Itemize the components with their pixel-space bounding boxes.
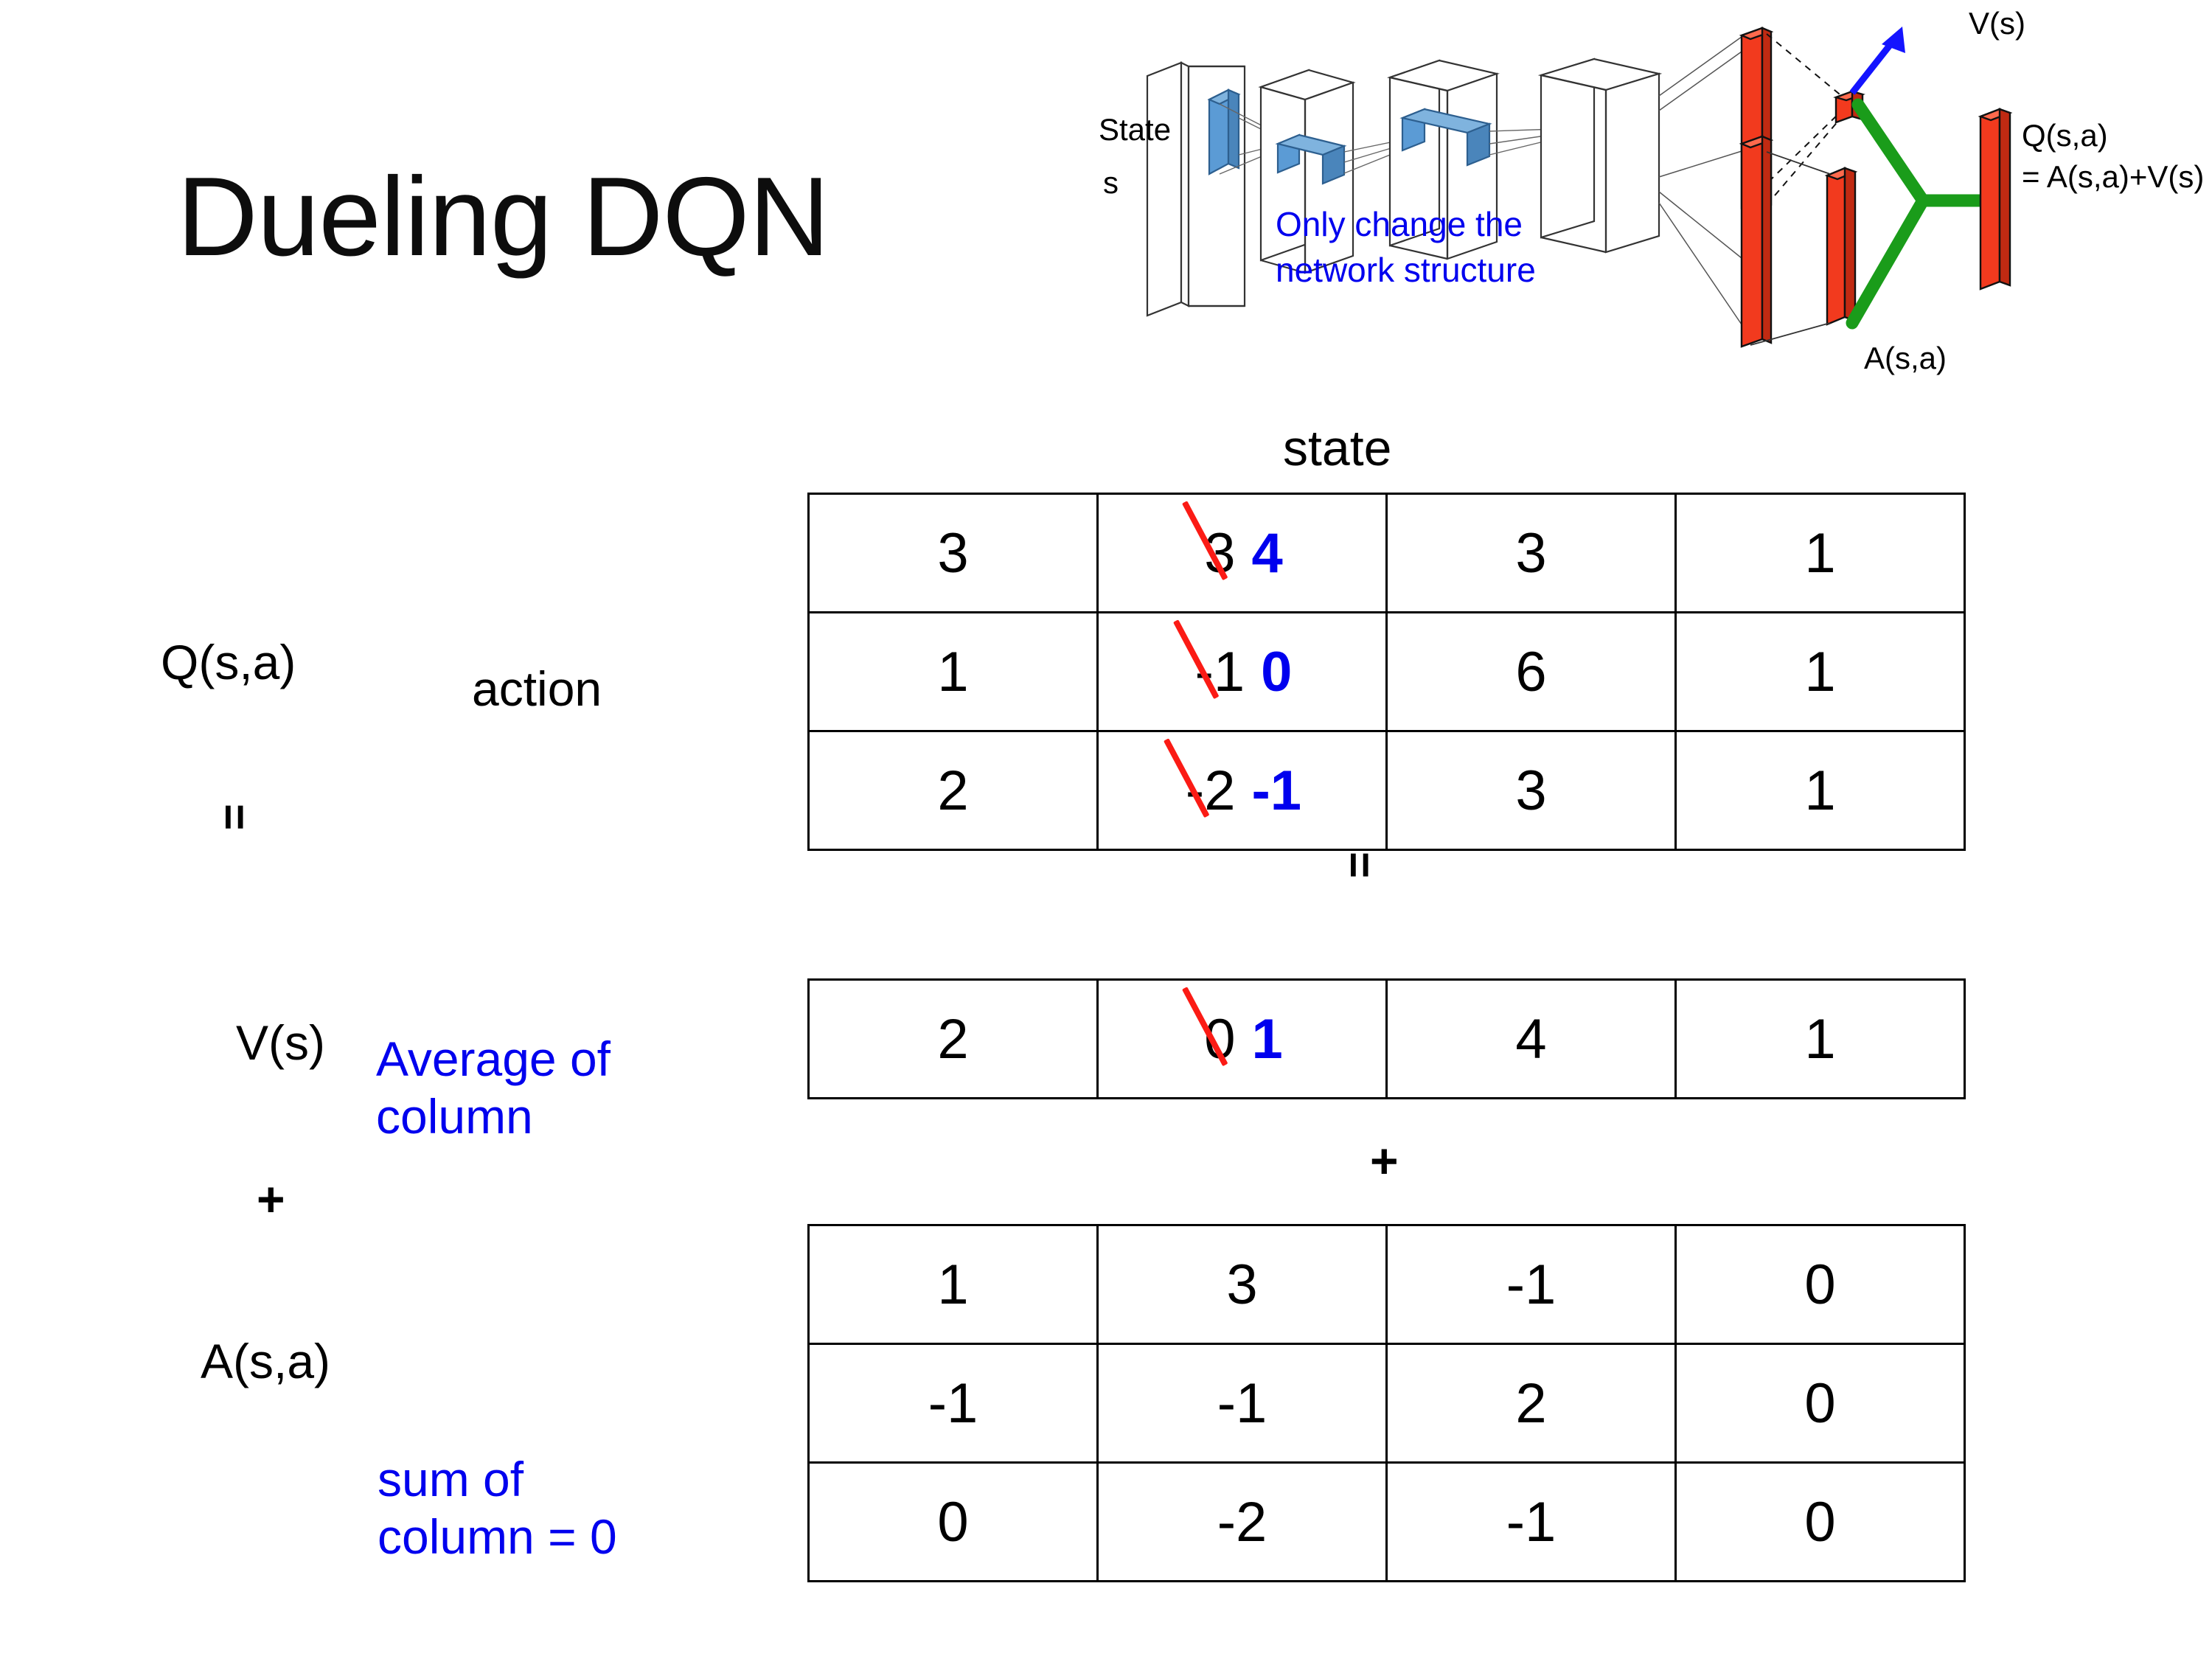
a-function-label: A(s,a) [201, 1334, 331, 1388]
struck-old-value: 3 [1201, 521, 1238, 585]
table-cell: 0 [1674, 1461, 1966, 1582]
dueling-network-diagram: V(s) A(s,a) Q(s,a) = A(s,a)+V(s) State s… [1099, 7, 2212, 409]
table-cell: 2 [807, 978, 1099, 1099]
edited-cell: -2-1 [1099, 759, 1385, 823]
sum-note-line-2: column = 0 [378, 1509, 617, 1564]
table-cell: 3 [807, 493, 1099, 613]
table-cell: -1 [807, 1343, 1099, 1464]
v-arrow [1849, 27, 1905, 95]
plus-operator-middle: + [1370, 1133, 1399, 1188]
average-note-line-1: Average of [376, 1032, 611, 1086]
diagram-note-line-2: network structure [1276, 251, 1536, 289]
average-of-column-note: Average of column [376, 1031, 759, 1146]
table-cell: 4 [1385, 978, 1677, 1099]
corrected-new-value: 4 [1251, 521, 1283, 585]
table-cell: 1 [1674, 493, 1966, 613]
table-cell: 6 [1385, 611, 1677, 732]
diagram-note-line-1: Only change the [1276, 205, 1523, 243]
table-cell: 2 [807, 730, 1099, 851]
table-cell: 3 [1385, 730, 1677, 851]
table-cell: 2 [1385, 1343, 1677, 1464]
corrected-new-value: 1 [1251, 1007, 1283, 1071]
corrected-new-value: 0 [1261, 640, 1293, 703]
page-title: Dueling DQN [177, 154, 830, 279]
diagram-q-output-label-1: Q(s,a) [2022, 118, 2108, 153]
table-cell: -1 [1385, 1461, 1677, 1582]
table-cell: 3 [1385, 493, 1677, 613]
sum-of-column-note: sum of column = 0 [378, 1451, 790, 1566]
table-cell: 0 [807, 1461, 1099, 1582]
diagram-v-output-label: V(s) [1969, 7, 2025, 41]
table-cell: 1 [1674, 978, 1966, 1099]
diagram-a-output-label: A(s,a) [1864, 341, 1947, 375]
table-cell: 1 [1674, 611, 1966, 732]
struck-old-value: -2 [1183, 759, 1239, 823]
table-cell: -1 [1385, 1224, 1677, 1345]
average-note-line-2: column [376, 1088, 533, 1144]
table-cell: 0 [1674, 1224, 1966, 1345]
state-axis-label: state [1283, 420, 1392, 476]
table-cell: 1 [807, 1224, 1099, 1345]
equals-operator-left: = [209, 804, 260, 830]
corrected-new-value: -1 [1251, 759, 1302, 822]
table-cell: 0 [1674, 1343, 1966, 1464]
table-cell: 3 [1096, 1224, 1388, 1345]
struck-old-value: -1 [1192, 640, 1248, 704]
diagram-state-label-1: State [1099, 112, 1171, 147]
diagram-q-output-label-2: = A(s,a)+V(s) [2022, 159, 2204, 194]
action-axis-label: action [472, 661, 602, 716]
diagram-state-label-2: s [1103, 165, 1119, 200]
table-cell: 1 [1674, 730, 1966, 851]
q-function-label: Q(s,a) [161, 635, 296, 689]
plus-operator-left: + [257, 1172, 285, 1226]
table-cell: 1 [807, 611, 1099, 732]
table-cell: -2 [1096, 1461, 1388, 1582]
table-cell: -2-1 [1096, 730, 1388, 851]
table-cell: -1 [1096, 1343, 1388, 1464]
v-function-label: V(s) [236, 1015, 325, 1070]
sum-note-line-1: sum of [378, 1452, 524, 1506]
equals-operator-middle: = [1334, 852, 1385, 877]
struck-old-value: 0 [1201, 1007, 1238, 1071]
